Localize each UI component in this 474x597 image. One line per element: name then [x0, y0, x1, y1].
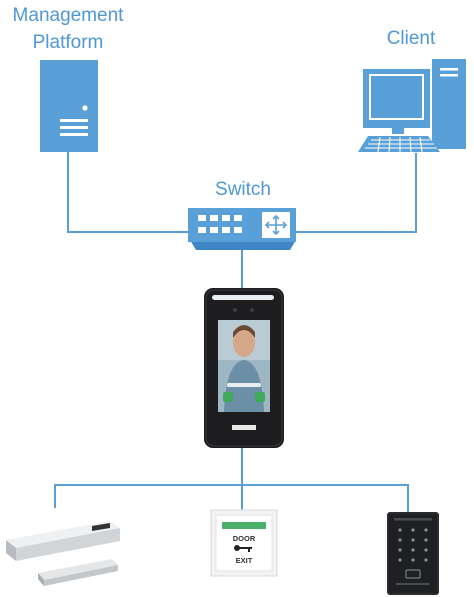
exit-button: DOOR EXIT	[210, 509, 278, 577]
label-management: Management	[13, 5, 125, 26]
face-photo	[233, 329, 255, 357]
label-platform: Platform	[33, 32, 104, 53]
key-icon	[234, 545, 252, 552]
exit-label: EXIT	[236, 556, 253, 565]
magnetic-lock	[6, 521, 120, 586]
connection-lines	[54, 152, 417, 512]
face-recognition-terminal	[204, 288, 284, 448]
computer-icon	[358, 59, 466, 153]
server-icon	[40, 60, 98, 152]
label-client: Client	[387, 28, 436, 49]
card-reader	[387, 512, 439, 595]
network-switch-icon	[188, 208, 296, 250]
door-label: DOOR	[233, 534, 256, 543]
link-client-switch	[296, 153, 417, 233]
keypad	[398, 528, 428, 562]
link-bus	[54, 484, 409, 512]
label-switch: Switch	[215, 179, 271, 200]
link-server-switch	[67, 152, 188, 233]
